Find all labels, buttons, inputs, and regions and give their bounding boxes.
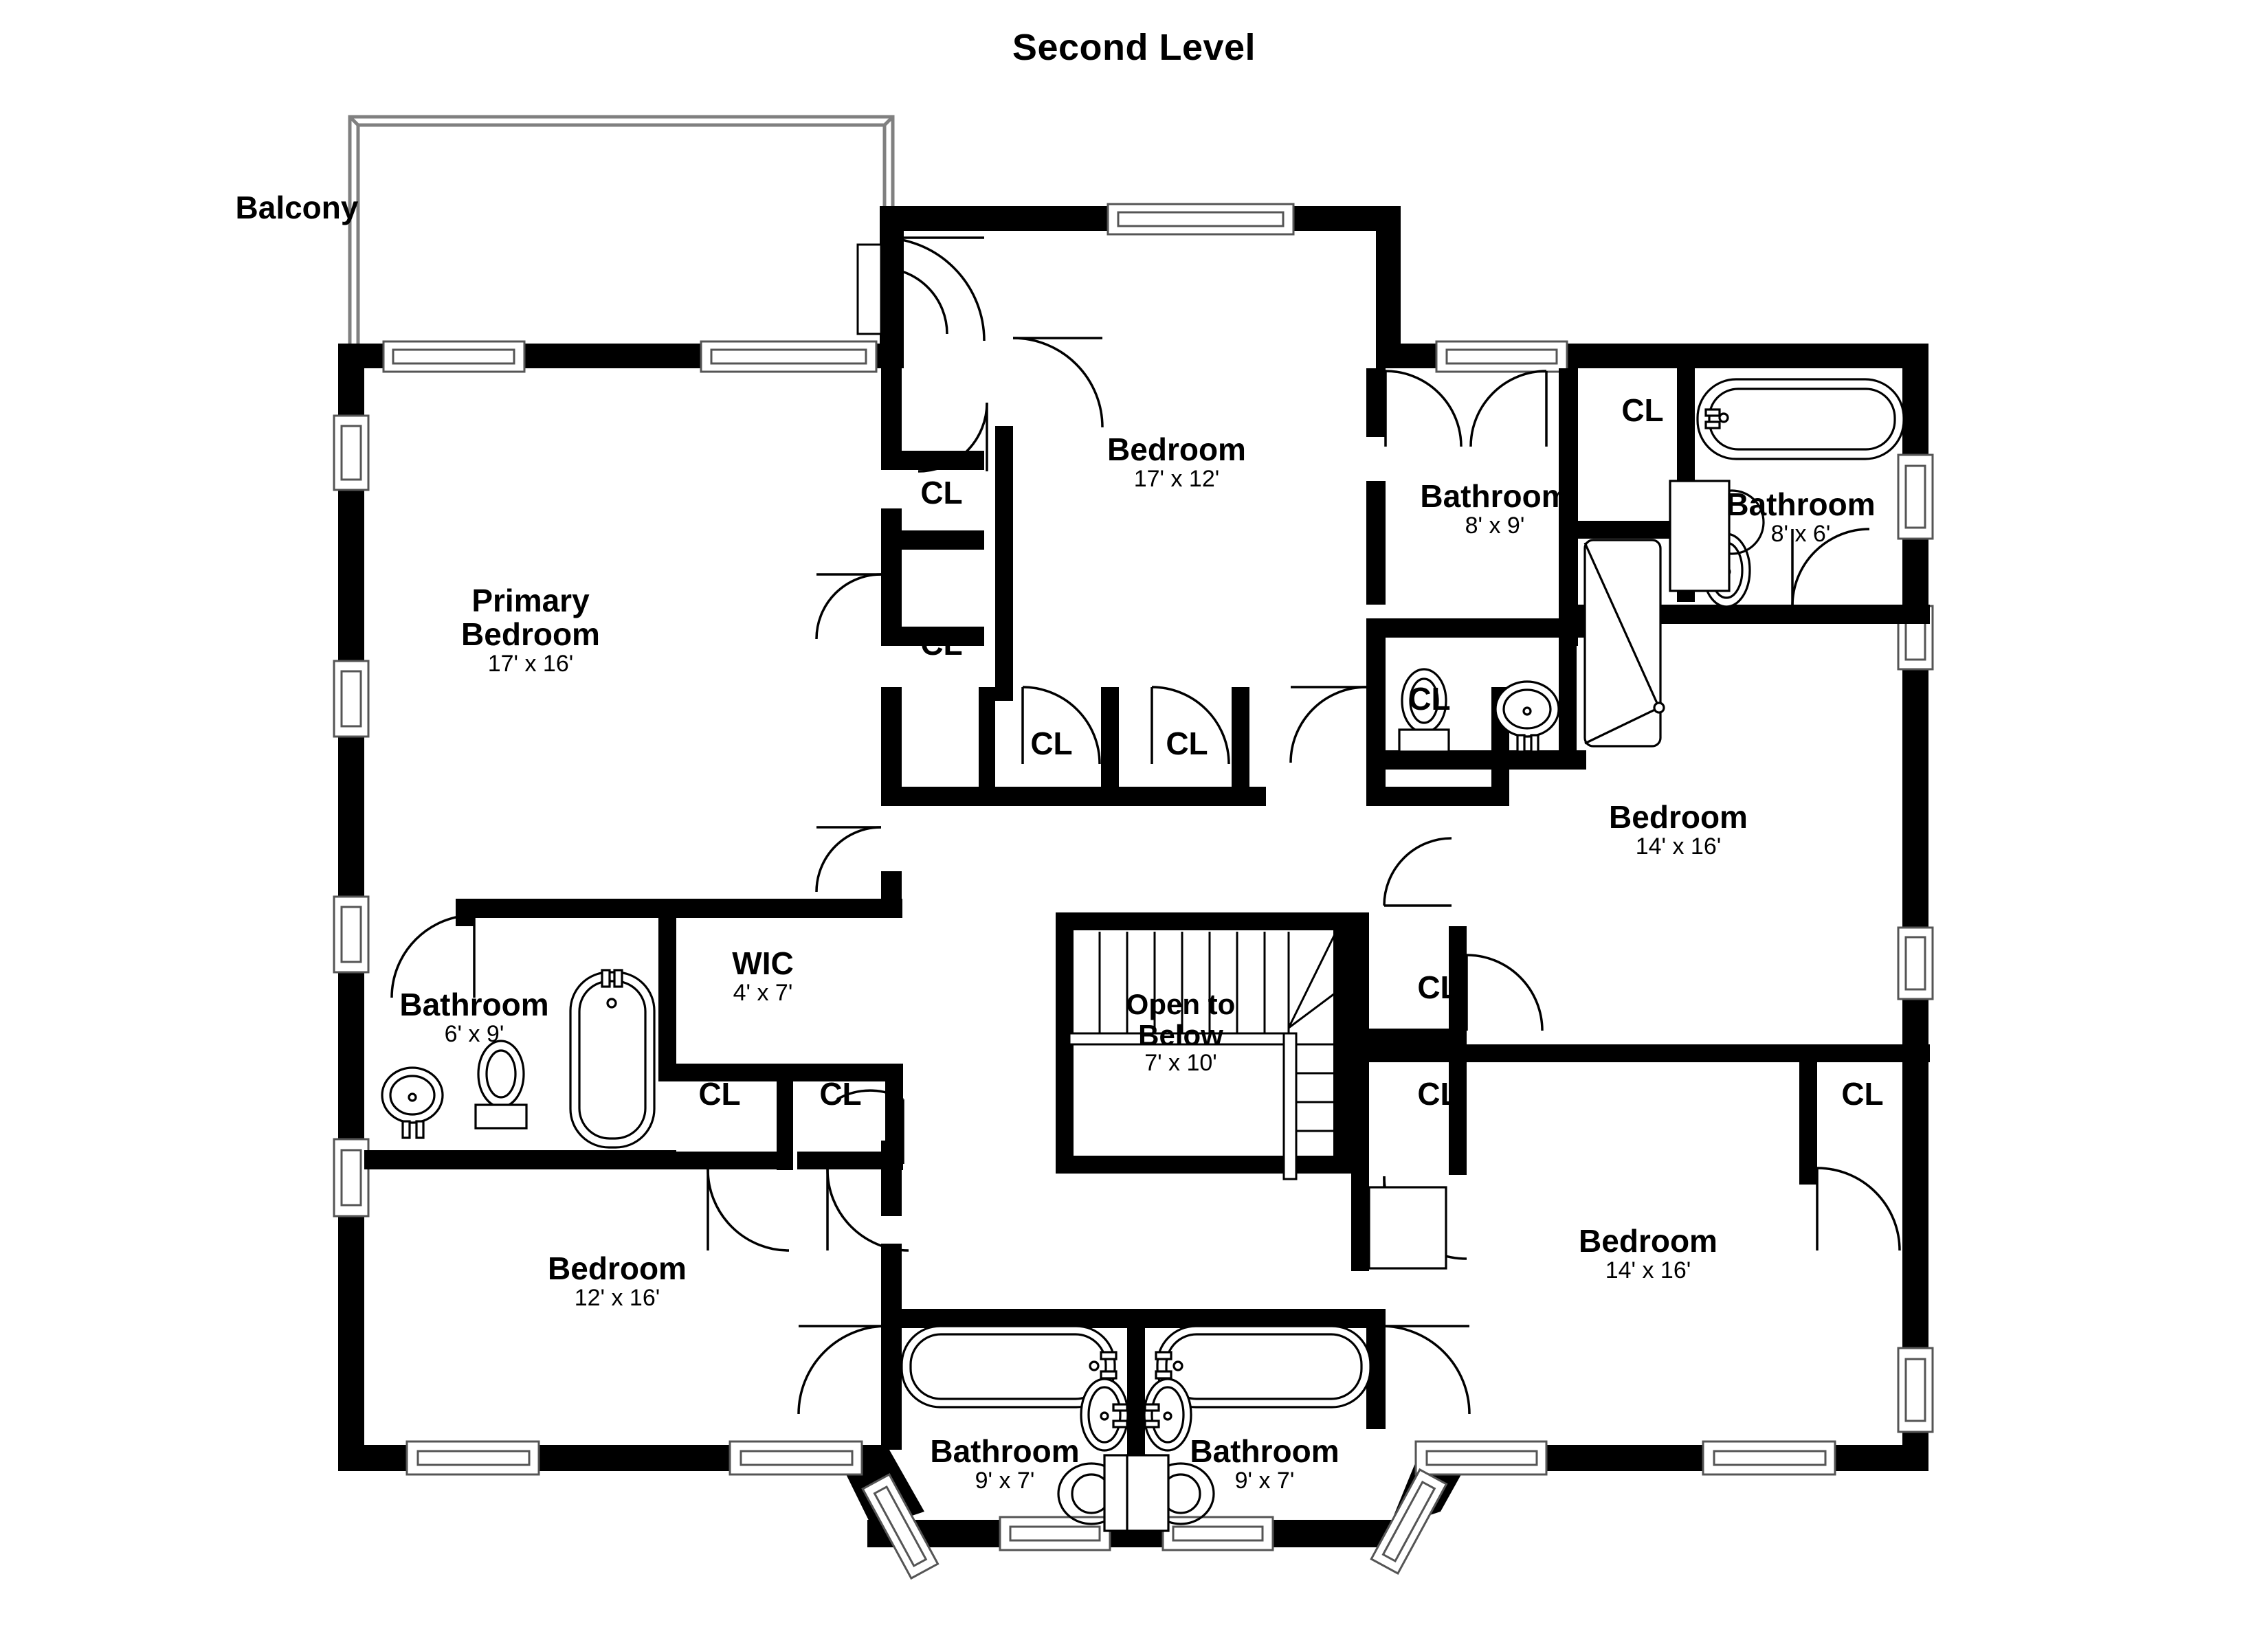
closet-label-cl-stair-lower: CL bbox=[1417, 1076, 1460, 1112]
window-bottom-2 bbox=[729, 1440, 863, 1476]
shower-icon bbox=[1583, 539, 1665, 748]
stairs-icon bbox=[1068, 928, 1352, 1180]
window-right-3 bbox=[1897, 926, 1934, 1000]
window-primary-north bbox=[700, 340, 878, 373]
bathtub-icon-bottom-left bbox=[900, 1325, 1118, 1409]
closet-label-cl-far-right: CL bbox=[1841, 1076, 1884, 1112]
walls-layer bbox=[333, 115, 1934, 1580]
closet-label-cl-center-b: CL bbox=[1166, 726, 1208, 761]
closet-label-cl-wic-left: CL bbox=[698, 1076, 741, 1112]
window-left-2 bbox=[333, 660, 370, 738]
window-bay-bottom-left bbox=[999, 1516, 1111, 1551]
fixtures-layer bbox=[381, 378, 1905, 1532]
closet-label-cl-center-right: CL bbox=[1408, 681, 1451, 717]
window-right-1 bbox=[1897, 453, 1934, 540]
window-bay-right bbox=[1370, 1468, 1448, 1575]
window-bottom-1 bbox=[405, 1440, 540, 1476]
closet-label-cl-top-left: CL bbox=[920, 475, 963, 511]
bathtub-icon-bottom-right bbox=[1155, 1325, 1372, 1409]
closet-label-cl-mid-left: CL bbox=[920, 626, 963, 662]
toilet-icon-bottom-right bbox=[1126, 1454, 1215, 1532]
closet-label-cl-stair-upper: CL bbox=[1417, 969, 1460, 1005]
window-bay-bottom-right bbox=[1161, 1516, 1274, 1551]
closet-label-cl-wic-right: CL bbox=[819, 1076, 862, 1112]
toilet-icon-8x9 bbox=[1398, 668, 1450, 753]
sink-icon-8x9 bbox=[1494, 680, 1560, 753]
interior-walls bbox=[364, 368, 1930, 1536]
sink-icon-bottom-right bbox=[1143, 1378, 1192, 1452]
closet-label-cl-top-right: CL bbox=[1621, 392, 1664, 428]
sink-icon-6x9 bbox=[381, 1066, 444, 1139]
window-left-4 bbox=[333, 1138, 370, 1218]
toilet-icon-8x6 bbox=[1669, 480, 1765, 592]
window-bay-left bbox=[861, 1472, 940, 1580]
window-bottom-3 bbox=[1414, 1440, 1548, 1476]
windows-layer bbox=[333, 203, 1934, 1580]
sink-icon-bottom-left bbox=[1080, 1378, 1129, 1452]
bathtub-icon-topright bbox=[1696, 378, 1905, 460]
closet-label-cl-center-a: CL bbox=[1030, 726, 1073, 761]
window-north-bedroom bbox=[1107, 203, 1295, 236]
toilet-icon-6x9 bbox=[474, 1040, 528, 1130]
bathtub-icon-6x9 bbox=[569, 969, 656, 1149]
linen-closet-shelf bbox=[1368, 1186, 1447, 1270]
window-balcony-south bbox=[382, 340, 526, 373]
window-bottom-4 bbox=[1702, 1440, 1836, 1476]
window-right-4 bbox=[1897, 1347, 1934, 1433]
window-left-3 bbox=[333, 895, 370, 974]
balcony-railing bbox=[348, 115, 895, 359]
window-left-1 bbox=[333, 414, 370, 491]
page-title: Second Level bbox=[1012, 27, 1256, 68]
window-north-bathroom bbox=[1435, 340, 1568, 373]
door-swings-layer bbox=[390, 236, 1901, 1415]
